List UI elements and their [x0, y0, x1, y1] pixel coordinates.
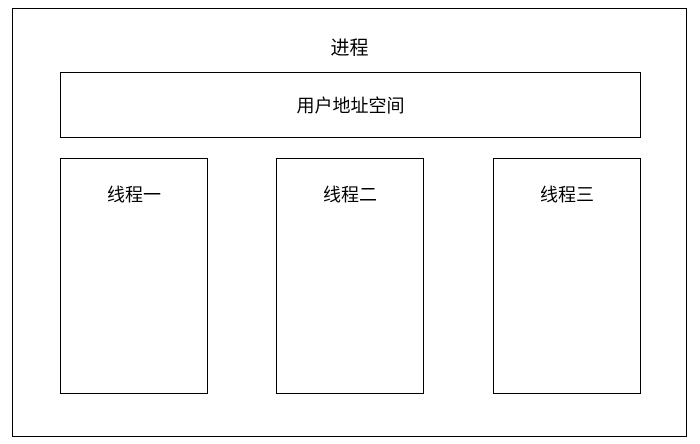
user-address-space-box: 用户地址空间	[60, 72, 641, 138]
thread-label-3: 线程三	[540, 185, 594, 206]
user-address-space-label: 用户地址空间	[296, 96, 405, 117]
thread-box-3: 线程三	[493, 158, 641, 394]
process-label: 进程	[330, 37, 369, 59]
thread-label-2: 线程二	[323, 185, 377, 206]
thread-box-2: 线程二	[276, 158, 424, 394]
thread-box-1: 线程一	[60, 158, 208, 394]
thread-label-1: 线程一	[107, 185, 161, 206]
